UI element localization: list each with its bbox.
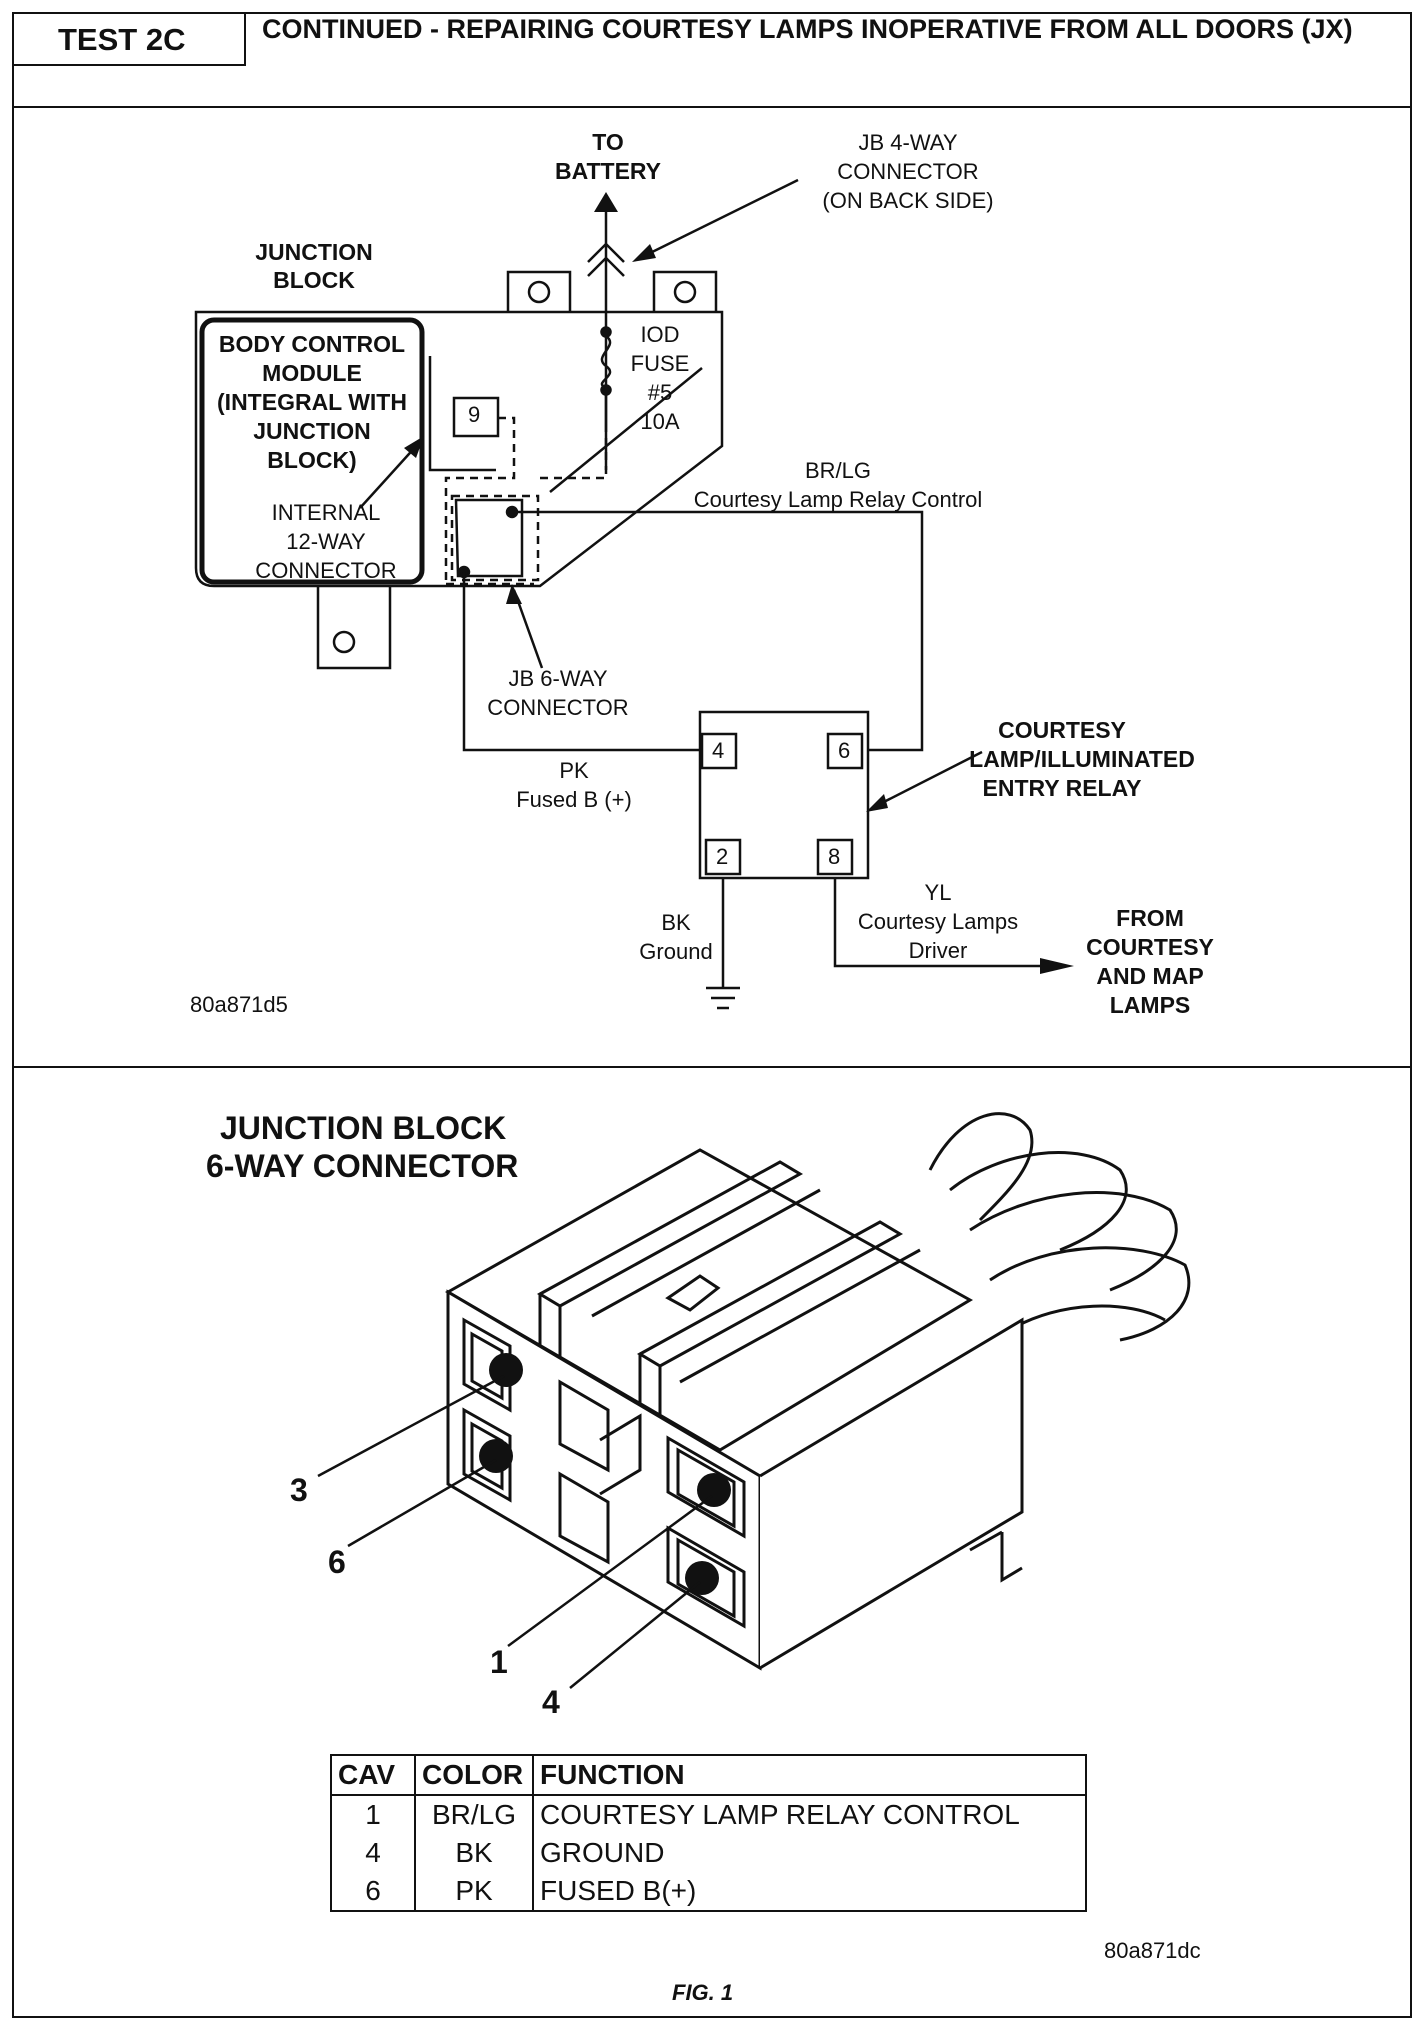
- relay-pin-8-label: 8: [828, 844, 841, 869]
- fuse-line3: #5: [647, 380, 673, 405]
- bcm-box: [199, 317, 425, 585]
- header-color: COLOR: [414, 1754, 534, 1796]
- fuse-line2: FUSE: [630, 351, 690, 376]
- wire-yl-code: YL: [924, 880, 952, 905]
- cell-color: BK: [414, 1834, 534, 1872]
- title-box: [12, 12, 246, 66]
- wire-pk: [462, 572, 700, 752]
- wire-pk-code: PK: [559, 758, 589, 783]
- wire-pk-desc: Fused B (+): [516, 787, 632, 812]
- bcm-line4: JUNCTION: [253, 418, 371, 444]
- header-cav: CAV: [330, 1754, 416, 1796]
- fuse-line4: 10A: [640, 409, 680, 434]
- wire-bk-code: BK: [661, 910, 691, 935]
- leader-4: [569, 1581, 701, 1689]
- test-id: TEST 2C: [58, 22, 186, 57]
- fuse-symbol: [600, 334, 612, 390]
- to-battery-line1: TO: [592, 129, 624, 155]
- wire-brlg-desc: Courtesy Lamp Relay Control: [693, 487, 983, 512]
- jb-6way-line2: CONNECTOR: [487, 695, 629, 720]
- bcm-line3: (INTEGRAL WITH: [217, 389, 407, 415]
- wire-bk-desc: Ground: [639, 939, 713, 964]
- cell-cav: 1: [330, 1795, 416, 1834]
- callout-4: 4: [542, 1684, 560, 1720]
- from-lamps-line4: LAMPS: [1109, 992, 1191, 1018]
- pin-9-label: 9: [468, 402, 481, 427]
- leader-6: [347, 1458, 497, 1548]
- bcm-line1: BODY CONTROL: [218, 331, 406, 357]
- mount-tab-right: [652, 270, 718, 312]
- diagram-ref-code: 80a871d5: [190, 992, 288, 1017]
- to-battery-line2: BATTERY: [554, 158, 662, 184]
- relay-label-line2: LAMP/ILLUMINATED: [969, 746, 1195, 772]
- relay-pin-4: [700, 732, 738, 770]
- callout-6: 6: [328, 1544, 346, 1580]
- wire-brlg-code: BR/LG: [804, 458, 872, 483]
- mount-tab-left: [506, 270, 572, 312]
- mount-tab-bottom: [316, 586, 392, 670]
- relay-pin-4-label: 4: [712, 738, 725, 763]
- outer-border: [12, 12, 1412, 2018]
- cell-color: PK: [414, 1872, 534, 1912]
- connector-ref-code: 80a871dc: [1104, 1938, 1201, 1963]
- relay-pin-2-label: 2: [716, 844, 729, 869]
- wire-yl-desc2: Driver: [908, 938, 968, 963]
- bcm-line2: MODULE: [262, 360, 362, 386]
- junction-block-line2: BLOCK: [273, 267, 355, 293]
- jb-4way-line1: JB 4-WAY: [858, 130, 958, 155]
- junction-block-line1: JUNCTION: [255, 239, 373, 265]
- internal-12way-line2: 12-WAY: [286, 529, 366, 554]
- callout-3: 3: [290, 1472, 308, 1508]
- jb-4way-line2: CONNECTOR: [837, 159, 979, 184]
- header-function: FUNCTION: [532, 1754, 1087, 1796]
- cell-color: BR/LG: [414, 1795, 534, 1834]
- internal-12way-line3: CONNECTOR: [255, 558, 397, 583]
- callout-1: 1: [490, 1644, 508, 1680]
- page-title: CONTINUED - REPAIRING COURTESY LAMPS INO…: [262, 14, 1353, 44]
- cavity-1-dot: [697, 1473, 731, 1507]
- relay-pin-8: [816, 838, 854, 876]
- relay-box: [698, 710, 870, 880]
- cell-function: COURTESY LAMP RELAY CONTROL: [532, 1795, 1087, 1834]
- leader-1: [507, 1494, 713, 1648]
- jb-4way-line3: (ON BACK SIDE): [822, 188, 994, 213]
- internal-12way-line1: INTERNAL: [271, 500, 381, 525]
- relay-label-line3: ENTRY RELAY: [982, 775, 1142, 801]
- bcm-line5: BLOCK): [267, 447, 357, 473]
- table-row: 4 BK GROUND: [330, 1834, 1087, 1872]
- junction-block-outline: [194, 310, 724, 588]
- connector-title-line2: 6-WAY CONNECTOR: [206, 1148, 519, 1184]
- wire-yl-desc1: Courtesy Lamps: [857, 909, 1019, 934]
- relay-pin-2: [704, 838, 742, 876]
- jb-4way-chevrons: [587, 242, 625, 277]
- cell-cav: 6: [330, 1872, 416, 1912]
- figure-caption: FIG. 1: [672, 1980, 734, 2005]
- relay-pin-6-label: 6: [838, 738, 851, 763]
- leader-3: [317, 1374, 505, 1478]
- from-lamps-line2: COURTESY: [1086, 934, 1214, 960]
- cell-function: GROUND: [532, 1834, 1087, 1872]
- connector-title-line1: JUNCTION BLOCK: [220, 1110, 507, 1146]
- fuse-line1: IOD: [640, 322, 680, 347]
- header-divider: [12, 106, 1412, 108]
- from-lamps-line3: AND MAP: [1096, 963, 1204, 989]
- table-row: 1 BR/LG COURTESY LAMP RELAY CONTROL: [330, 1795, 1087, 1834]
- from-lamps-line1: FROM: [1116, 905, 1184, 931]
- ground-symbol: [706, 986, 740, 1010]
- jb-6way-line1: JB 6-WAY: [508, 666, 608, 691]
- cavities: [462, 1317, 746, 1629]
- table-header-row: CAV COLOR FUNCTION: [330, 1754, 1087, 1796]
- section-divider: [12, 1066, 1412, 1068]
- relay-label-line1: COURTESY: [998, 717, 1126, 743]
- cell-function: FUSED B(+): [532, 1872, 1087, 1912]
- relay-pin-6: [826, 732, 864, 770]
- wire-brlg: [512, 510, 924, 752]
- cell-cav: 4: [330, 1834, 416, 1872]
- table-row: 6 PK FUSED B(+): [330, 1872, 1087, 1912]
- wire-yl: [833, 878, 1046, 968]
- cavity-table: CAV COLOR FUNCTION 1 BR/LG COURTESY LAMP…: [330, 1754, 1087, 1912]
